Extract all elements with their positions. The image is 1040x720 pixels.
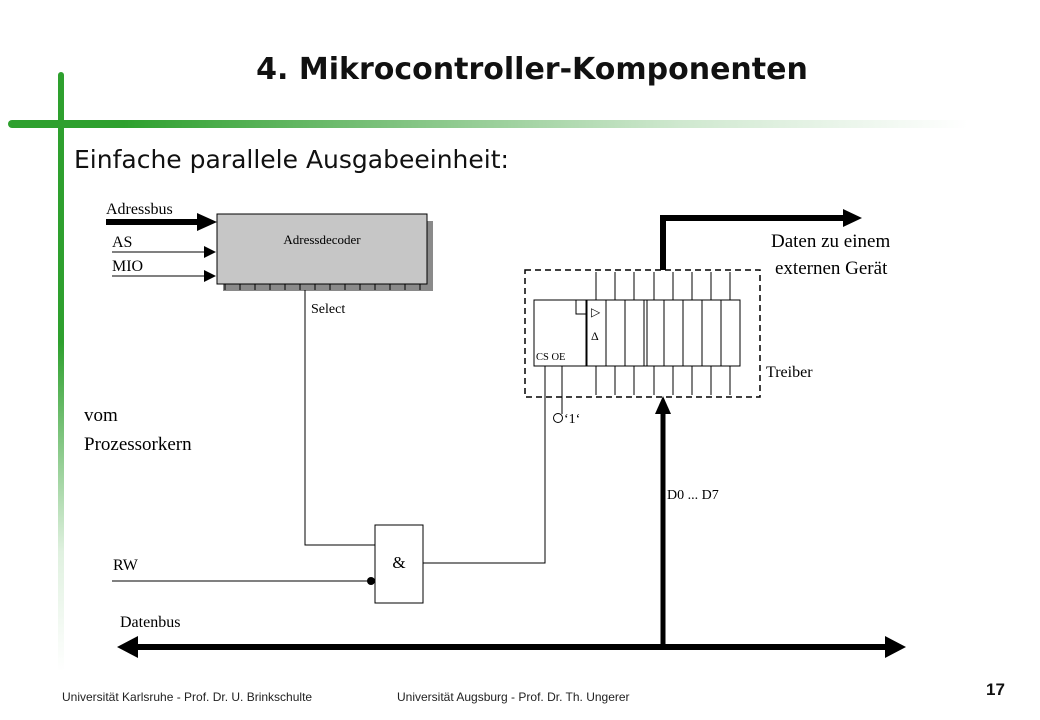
- adressdecoder-label: Adressdecoder: [283, 232, 361, 247]
- adressdecoder-block: Adressdecoder: [216, 213, 433, 291]
- datenbus: Datenbus: [117, 614, 906, 658]
- output-label-line2: externen Gerät: [775, 258, 888, 279]
- decorative-horizontal-bar: [8, 120, 968, 128]
- mio-label: MIO: [112, 258, 143, 275]
- decorative-vertical-bar: [58, 72, 64, 672]
- source-label-line2: Prozessorkern: [84, 434, 192, 455]
- and-gate-label: &: [392, 553, 405, 572]
- rw-input: RW: [112, 557, 375, 585]
- delta-symbol: Δ: [591, 329, 599, 343]
- as-input: AS: [112, 234, 216, 258]
- slide-title: 4. Mikrocontroller-Komponenten: [256, 52, 808, 87]
- oe-constant: ‘1‘: [553, 397, 580, 427]
- treiber-block: Treiber CS OE ▷ Δ: [524, 269, 813, 398]
- data-lines-bus: D0 ... D7: [655, 396, 719, 645]
- footer-right: Universität Augsburg - Prof. Dr. Th. Ung…: [397, 690, 630, 704]
- rw-label: RW: [113, 557, 139, 574]
- select-label: Select: [311, 302, 345, 317]
- treiber-label: Treiber: [766, 364, 813, 381]
- slide-subtitle: Einfache parallele Ausgabeeinheit:: [74, 145, 509, 174]
- decoder-pins: [224, 284, 421, 290]
- output-bus: Daten zu einem externen Gerät: [660, 209, 890, 279]
- as-label: AS: [112, 234, 132, 251]
- mio-input: MIO: [112, 258, 216, 282]
- page-number: 17: [986, 680, 1005, 699]
- output-label-line1: Daten zu einem: [771, 231, 890, 252]
- footer-left: Universität Karlsruhe - Prof. Dr. U. Bri…: [62, 690, 313, 704]
- driver-top-pins: [595, 272, 731, 300]
- select-line: Select: [304, 290, 375, 546]
- clock-symbol: ▷: [591, 305, 601, 319]
- adressbus-label: Adressbus: [106, 201, 173, 218]
- cs-oe-label: CS OE: [536, 352, 565, 363]
- data-lines-label: D0 ... D7: [667, 488, 719, 503]
- driver-bottom-pins: [595, 366, 731, 395]
- and-gate: &: [374, 524, 424, 604]
- adressbus-input: Adressbus: [106, 201, 217, 231]
- gate-output-line: [423, 367, 546, 564]
- datenbus-label: Datenbus: [120, 614, 180, 631]
- driver-cells: [586, 299, 741, 367]
- source-label-line1: vom: [84, 405, 118, 426]
- constant-one-label: ‘1‘: [564, 412, 580, 427]
